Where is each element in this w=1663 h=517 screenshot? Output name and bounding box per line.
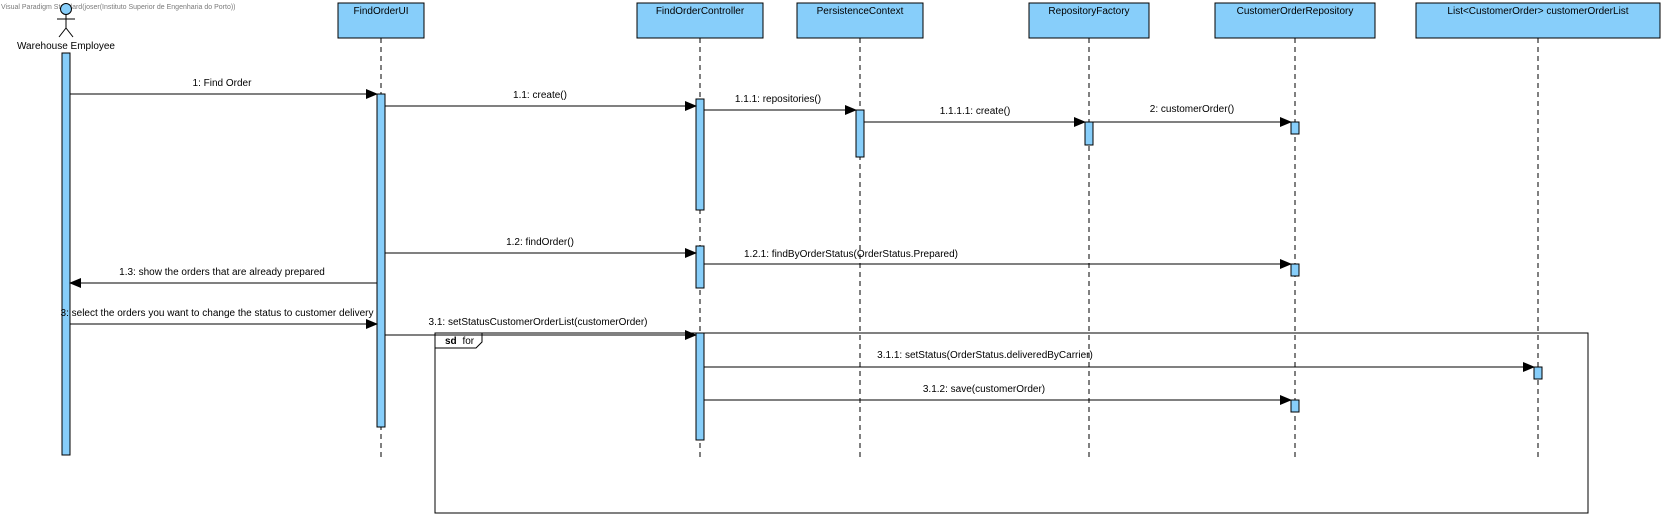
participant-persistence-context[interactable]: PersistenceContext bbox=[796, 2, 924, 39]
activation-bar bbox=[1290, 121, 1300, 135]
participant-label: List<CustomerOrder> customerOrderList bbox=[1447, 6, 1628, 17]
participant-customer-order-repository[interactable]: CustomerOrderRepository bbox=[1214, 2, 1376, 39]
message-label: 2: customerOrder() bbox=[1150, 104, 1234, 115]
participant-label: FindOrderUI bbox=[353, 6, 408, 17]
message-label: 1.1.1.1: create() bbox=[940, 106, 1011, 117]
message-label: 1.3: show the orders that are already pr… bbox=[119, 267, 325, 278]
participant-label: FindOrderController bbox=[656, 6, 745, 17]
participant-label: RepositoryFactory bbox=[1048, 6, 1129, 17]
message-label: 3.1.2: save(customerOrder) bbox=[923, 384, 1045, 395]
participant-repository-factory[interactable]: RepositoryFactory bbox=[1028, 2, 1150, 39]
participant-label: PersistenceContext bbox=[817, 6, 904, 17]
message-label: 1.2.1: findByOrderStatus(OrderStatus.Pre… bbox=[744, 249, 958, 260]
activation-bar bbox=[1290, 263, 1300, 277]
activation-bar bbox=[1084, 121, 1094, 146]
fragment-label: sd for bbox=[445, 336, 475, 347]
participant-find-order-ui[interactable]: FindOrderUI bbox=[337, 2, 425, 39]
activation-bar bbox=[61, 52, 71, 456]
fragment-name: for bbox=[462, 336, 474, 347]
watermark-text: Visual Paradigm Standard(joser(Instituto… bbox=[1, 4, 236, 11]
fragment-keyword: sd bbox=[445, 336, 457, 347]
message-label: 1.2: findOrder() bbox=[506, 237, 574, 248]
message-label: 3.1.1: setStatus(OrderStatus.deliveredBy… bbox=[877, 350, 1093, 361]
activation-bar bbox=[376, 93, 386, 428]
activation-bar bbox=[855, 109, 865, 158]
message-label: 1: Find Order bbox=[193, 78, 253, 89]
message-label: 3.1: setStatusCustomerOrderList(customer… bbox=[429, 317, 648, 328]
message-label: 3: select the orders you want to change … bbox=[61, 308, 374, 319]
message-label: 1.1.1: repositories() bbox=[735, 94, 821, 105]
activation-bar bbox=[1290, 399, 1300, 413]
participant-find-order-controller[interactable]: FindOrderController bbox=[636, 2, 764, 39]
combined-fragment-for[interactable]: sd for bbox=[434, 332, 1589, 514]
participant-label: CustomerOrderRepository bbox=[1237, 6, 1354, 17]
activation-bar bbox=[695, 98, 705, 211]
actor-warehouse-employee[interactable]: Warehouse Employee bbox=[17, 3, 115, 53]
stick-figure-icon bbox=[57, 3, 75, 38]
activation-bar bbox=[695, 245, 705, 289]
activation-bar bbox=[1533, 366, 1543, 380]
activation-bar bbox=[695, 332, 705, 441]
message-label: 1.1: create() bbox=[513, 90, 567, 101]
participant-customer-order-list[interactable]: List<CustomerOrder> customerOrderList bbox=[1415, 2, 1661, 39]
actor-label: Warehouse Employee bbox=[17, 41, 115, 52]
